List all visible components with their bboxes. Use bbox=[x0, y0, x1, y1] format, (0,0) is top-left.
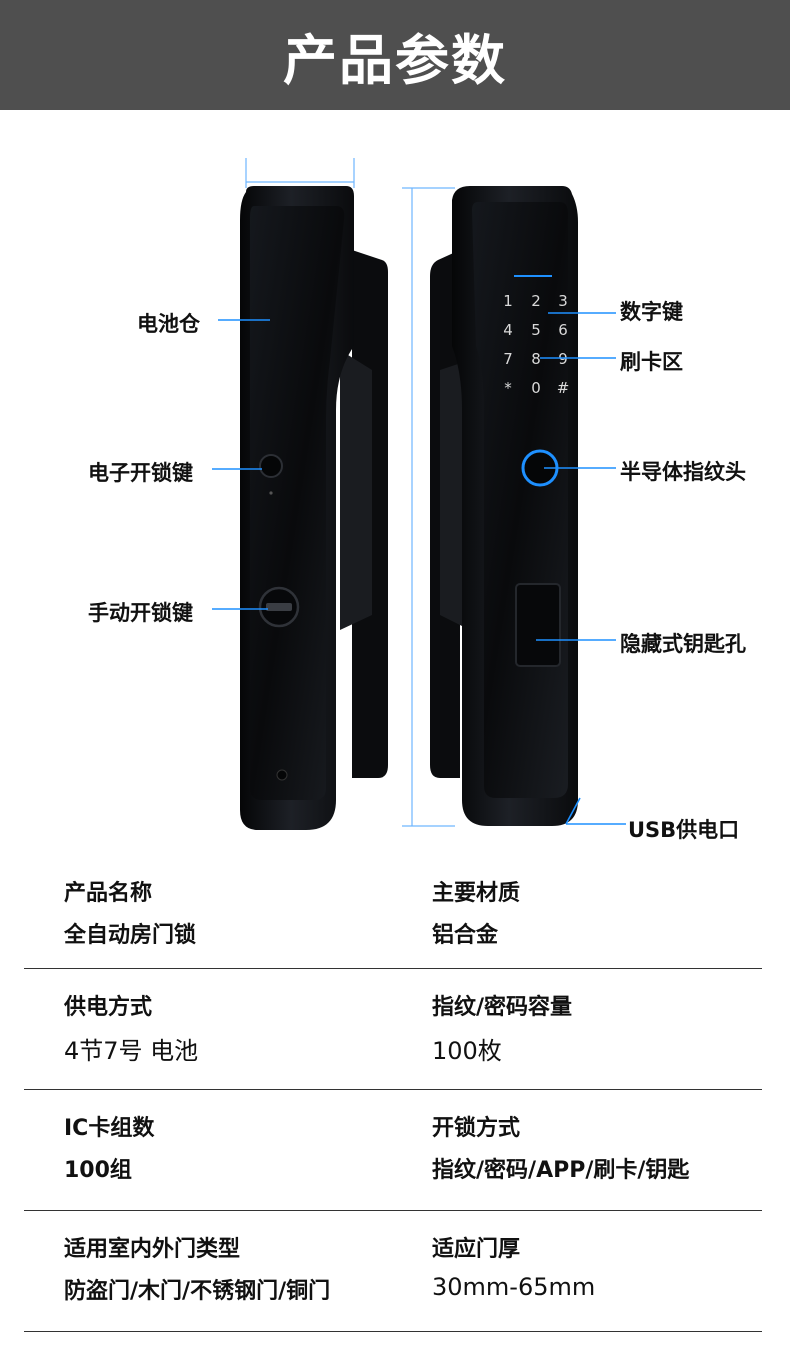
keypad-key: * bbox=[504, 379, 512, 397]
callout-usb: USB供电口 bbox=[628, 818, 740, 842]
spec-label: 产品名称 bbox=[64, 881, 153, 906]
callout-fingerprint: 半导体指纹头 bbox=[620, 460, 746, 484]
keypad-key: # bbox=[557, 379, 570, 397]
width-dimension bbox=[245, 158, 355, 188]
callout-battery: 电池仓 bbox=[137, 312, 200, 336]
spec-row: 产品名称 全自动房门锁 主要材质 铝合金 bbox=[24, 855, 762, 969]
spec-value: 100组 bbox=[64, 1158, 132, 1183]
spec-label: 指纹/密码容量 bbox=[432, 995, 573, 1020]
callout-electronic-unlock: 电子开锁键 bbox=[88, 461, 193, 485]
keypad-key: 4 bbox=[503, 321, 513, 339]
spec-value: 30mm-65mm bbox=[432, 1273, 596, 1301]
callout-manual-unlock: 手动开锁键 bbox=[88, 601, 193, 625]
spec-value: 防盗门/木门/不锈钢门/铜门 bbox=[64, 1279, 331, 1304]
header-banner: 产品参数 bbox=[0, 0, 790, 110]
spec-table: 产品名称 全自动房门锁 主要材质 铝合金 供电方式 4节7号 电池 指纹/密码容… bbox=[24, 855, 762, 1332]
keypad-key: 1 bbox=[503, 292, 513, 310]
spec-label: 供电方式 bbox=[64, 995, 153, 1020]
keypad-key: 9 bbox=[558, 350, 568, 368]
keypad-key: 0 bbox=[531, 379, 541, 397]
keypad-key: 7 bbox=[503, 350, 513, 368]
spec-row: IC卡组数 100组 开锁方式 指纹/密码/APP/刷卡/钥匙 bbox=[24, 1090, 762, 1211]
page-title: 产品参数 bbox=[283, 28, 507, 92]
spec-row: 适用室内外门类型 防盗门/木门/不锈钢门/铜门 适应门厚 30mm-65mm bbox=[24, 1211, 762, 1332]
spec-value: 4节7号 电池 bbox=[64, 1037, 199, 1065]
spec-label: 开锁方式 bbox=[432, 1116, 521, 1141]
spec-label: 主要材质 bbox=[432, 881, 521, 906]
keypad-key: 6 bbox=[558, 321, 568, 339]
callout-lines bbox=[212, 312, 626, 825]
spec-value: 全自动房门锁 bbox=[64, 923, 197, 948]
spec-label: 适用室内外门类型 bbox=[64, 1237, 241, 1262]
spec-value: 指纹/密码/APP/刷卡/钥匙 bbox=[432, 1158, 690, 1183]
interior-lock bbox=[240, 186, 388, 830]
keypad-key: 8 bbox=[531, 350, 541, 368]
spec-label: IC卡组数 bbox=[64, 1116, 155, 1141]
callout-card-area: 刷卡区 bbox=[620, 350, 683, 374]
spec-label: 适应门厚 bbox=[432, 1237, 521, 1262]
keypad-key: 2 bbox=[531, 292, 541, 310]
height-dimension bbox=[402, 187, 455, 827]
callout-keypad: 数字键 bbox=[620, 300, 683, 324]
callout-key-hole: 隐藏式钥匙孔 bbox=[620, 632, 746, 656]
keypad-key: 5 bbox=[531, 321, 541, 339]
spec-value: 铝合金 bbox=[432, 923, 499, 948]
keypad-key: 3 bbox=[558, 292, 568, 310]
spec-row: 供电方式 4节7号 电池 指纹/密码容量 100枚 bbox=[24, 969, 762, 1090]
spec-value: 100枚 bbox=[432, 1037, 502, 1065]
